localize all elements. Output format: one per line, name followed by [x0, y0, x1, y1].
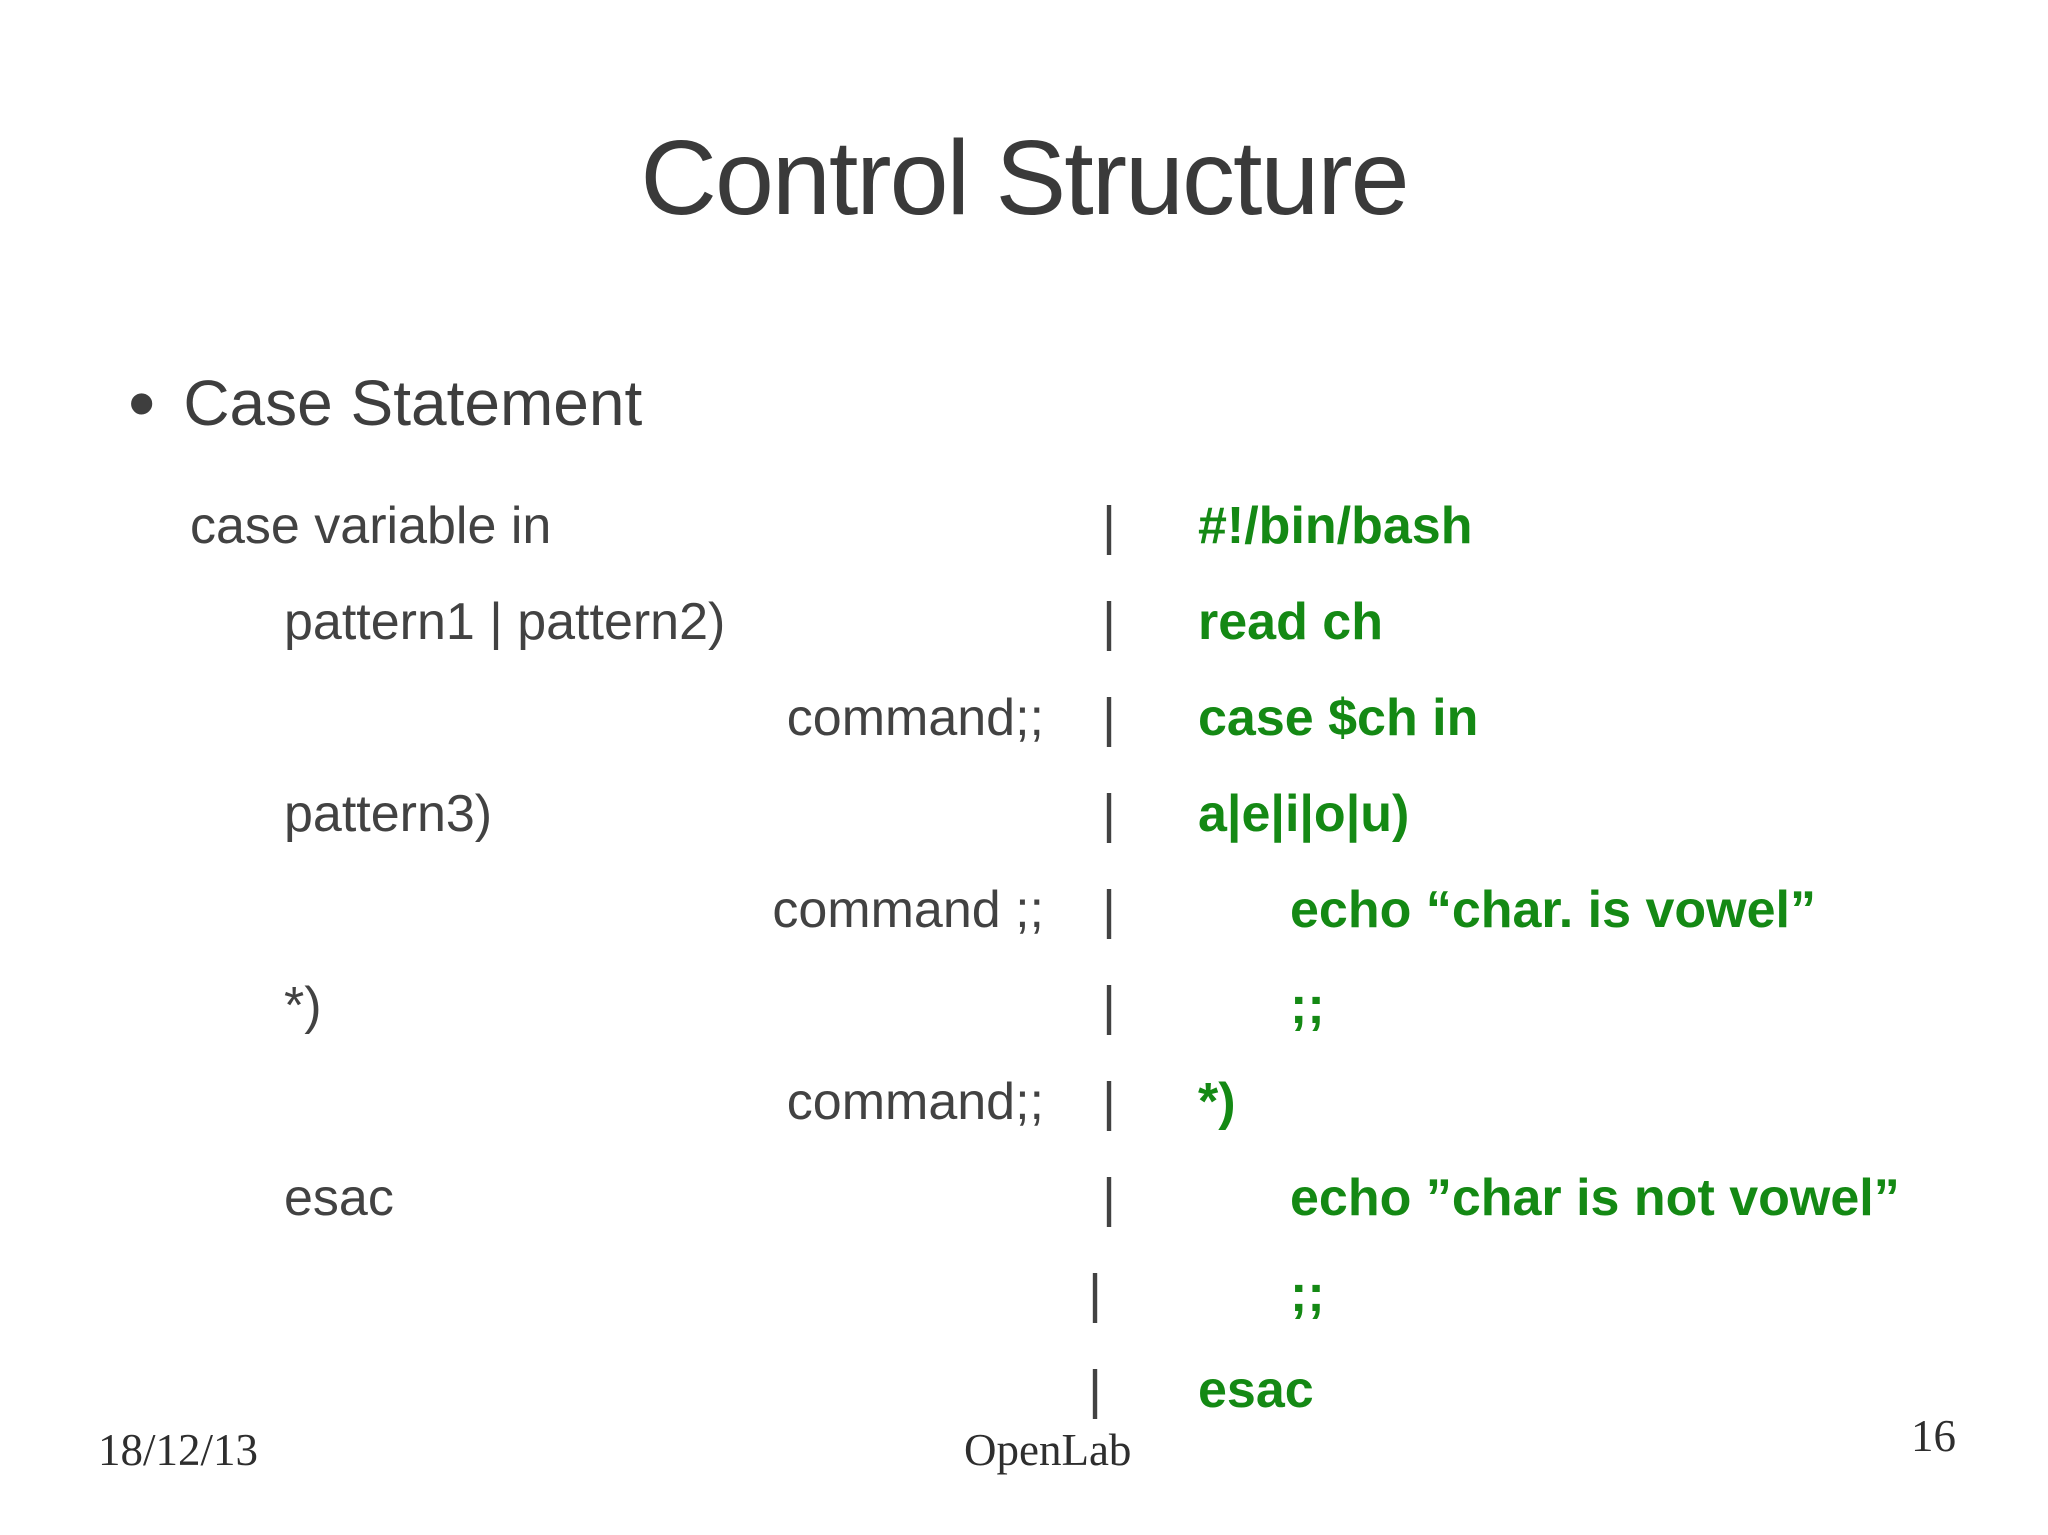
pipe-separator: |: [1088, 1264, 1103, 1324]
code-comparison: case variable in | #!/bin/bash pattern1 …: [190, 478, 2048, 1438]
syntax-code-text: command;;: [786, 689, 1044, 747]
script-code-text: ;;: [1290, 1265, 1325, 1323]
script-code-text: ;;: [1290, 977, 1325, 1035]
script-code-text: #!/bin/bash: [1198, 497, 1473, 555]
script-code-text: case $ch in: [1198, 689, 1479, 747]
slide-title: Control Structure: [640, 119, 1409, 237]
script-code-text: echo “char. is vowel”: [1290, 881, 1816, 939]
pipe-separator: |: [1102, 1072, 1117, 1132]
pipe-separator: |: [1102, 496, 1117, 556]
pipe-separator: |: [1088, 1360, 1103, 1420]
pipe-separator: |: [1102, 1168, 1117, 1228]
footer-openlab: OpenLab: [964, 1425, 1132, 1475]
code-row: command;; | *): [190, 1054, 2048, 1150]
pipe-separator: |: [1102, 784, 1117, 844]
pipe-separator: |: [1102, 592, 1117, 652]
script-code-text: echo ”char is not vowel”: [1290, 1169, 1900, 1227]
script-code-text: esac: [1198, 1361, 1314, 1419]
code-row: pattern1 | pattern2) | read ch: [190, 574, 2048, 670]
script-code-text: a|e|i|o|u): [1198, 785, 1410, 843]
syntax-code-text: case variable in: [190, 497, 552, 555]
bullet-text: Case Statement: [183, 367, 643, 439]
syntax-code-text: command;;: [786, 1073, 1044, 1131]
code-row: case variable in | #!/bin/bash: [190, 478, 2048, 574]
code-row: | ;;: [190, 1246, 2048, 1342]
pipe-separator: |: [1102, 688, 1117, 748]
slide-footer: 18/12/13 OpenLab 16: [0, 1411, 2048, 1484]
code-row: *) | ;;: [190, 958, 2048, 1054]
script-code-text: read ch: [1198, 593, 1383, 651]
syntax-code-text: esac: [284, 1169, 394, 1227]
pipe-separator: |: [1102, 880, 1117, 940]
bullet-line: • Case Statement: [128, 359, 643, 447]
code-row: pattern3) | a|e|i|o|u): [190, 766, 2048, 862]
code-row: | esac: [190, 1342, 2048, 1438]
syntax-code-text: command ;;: [772, 881, 1044, 939]
script-code-text: *): [1198, 1073, 1236, 1131]
code-row: command ;; | echo “char. is vowel”: [190, 862, 2048, 958]
code-row: esac | echo ”char is not vowel”: [190, 1150, 2048, 1246]
syntax-code-text: *): [284, 977, 322, 1035]
code-row: command;; | case $ch in: [190, 670, 2048, 766]
syntax-code-text: pattern3): [284, 785, 493, 843]
footer-date: 18/12/13: [98, 1425, 259, 1475]
bullet-icon: •: [128, 359, 156, 447]
footer-page-number: 16: [1911, 1411, 1956, 1461]
pipe-separator: |: [1102, 976, 1117, 1036]
syntax-code-text: pattern1 | pattern2): [284, 593, 726, 651]
